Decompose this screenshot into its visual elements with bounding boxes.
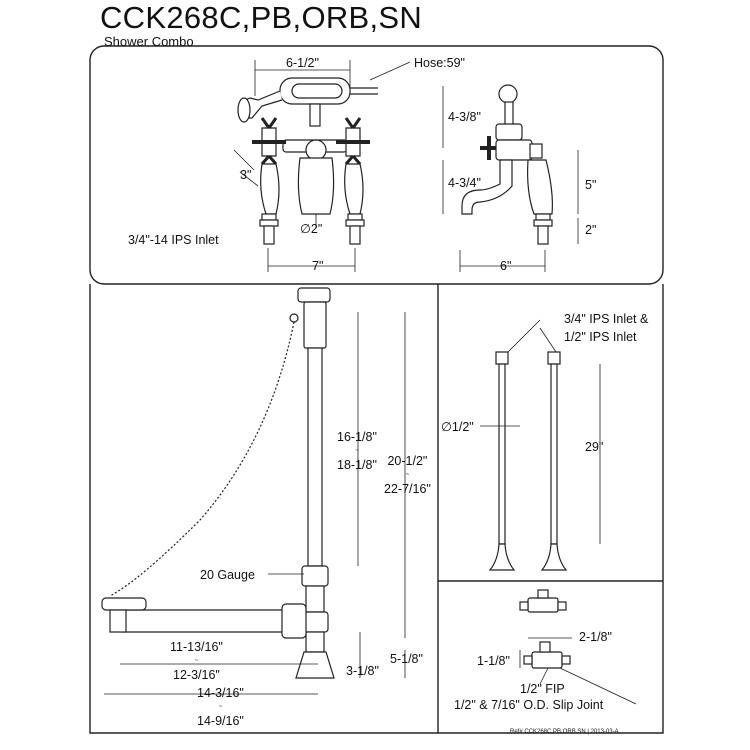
- dim-drain-overall-b: 14-9/16": [197, 714, 244, 728]
- approx-sign: ~: [355, 448, 359, 454]
- approx-sign: ~: [405, 472, 410, 478]
- supply-lines-drawing: [480, 319, 601, 571]
- dim-width-top: 6-1/2": [286, 56, 319, 70]
- dim-spout-height: 5": [585, 178, 597, 192]
- faucet-front-drawing: [233, 60, 411, 272]
- model-title: CCK268C,PB,ORB,SN: [100, 0, 423, 35]
- dim-supply-length: 29": [585, 440, 604, 454]
- panel-borders: [89, 45, 664, 734]
- dim-handle-height: 3": [240, 168, 252, 182]
- valve-slip-label: 1/2" & 7/16" O.D. Slip Joint: [454, 698, 604, 712]
- dim-reach: 6": [500, 259, 512, 273]
- dim-center: 7": [312, 259, 324, 273]
- dim-drain-total: 20-1/2" ~ 22-7/16": [384, 454, 431, 496]
- dim-drain-total-a: 20-1/2": [387, 454, 428, 468]
- subtitle: Shower Combo: [104, 34, 194, 49]
- hose-label: Hose:59": [414, 56, 465, 70]
- dim-drain-width-b: 12-3/16": [173, 668, 220, 682]
- dim-supply-diameter: ∅1/2": [441, 420, 474, 434]
- faucet-side-drawing: [442, 84, 579, 272]
- drain-drawing: [101, 287, 406, 695]
- dim-valve-width: 2-1/8": [579, 630, 612, 644]
- approx-sign: ~: [194, 658, 199, 664]
- valve-fip-label: 1/2" FIP: [520, 682, 565, 696]
- dim-drain-overall-a: 14-3/16": [197, 686, 244, 700]
- dim-diameter-value: 2": [310, 222, 323, 236]
- dim-drain-width-a: 11-13/16": [170, 640, 223, 654]
- dim-valve-height: 1-1/8": [477, 654, 510, 668]
- dim-bottom-height: 5-1/8": [390, 652, 423, 666]
- gauge-label: 20 Gauge: [200, 568, 255, 582]
- dim-drain-height: 16-1/8" ~ 18-1/8": [337, 430, 377, 472]
- dim-tee-height: 3-1/8": [346, 664, 379, 678]
- supply-inlet-line2: 1/2" IPS Inlet: [564, 330, 637, 344]
- dim-drain-width: 11-13/16" ~ 12-3/16": [170, 640, 223, 682]
- supply-inlet-line1: 3/4" IPS Inlet &: [564, 312, 649, 326]
- dim-mid-height: 4-3/4": [448, 176, 481, 190]
- dim-top-height: 4-3/8": [448, 110, 481, 124]
- dim-supply-diameter-value: 1/2": [451, 420, 474, 434]
- inlet-label: 3/4"-14 IPS Inlet: [128, 233, 219, 247]
- dim-diameter: ∅2": [300, 222, 323, 236]
- dim-drain-height-b: 18-1/8": [337, 458, 377, 472]
- dim-drain-overall: 14-3/16" ~ 14-9/16": [197, 686, 244, 728]
- approx-sign: ~: [218, 704, 223, 710]
- dim-drain-height-a: 16-1/8": [337, 430, 377, 444]
- reference-note: Ref# CCK268C,PB,ORB,SN | 2013-03-A: [510, 729, 619, 735]
- valve-drawing: [519, 589, 637, 705]
- dim-drain-total-b: 22-7/16": [384, 482, 431, 496]
- dim-base-height: 2": [585, 223, 597, 237]
